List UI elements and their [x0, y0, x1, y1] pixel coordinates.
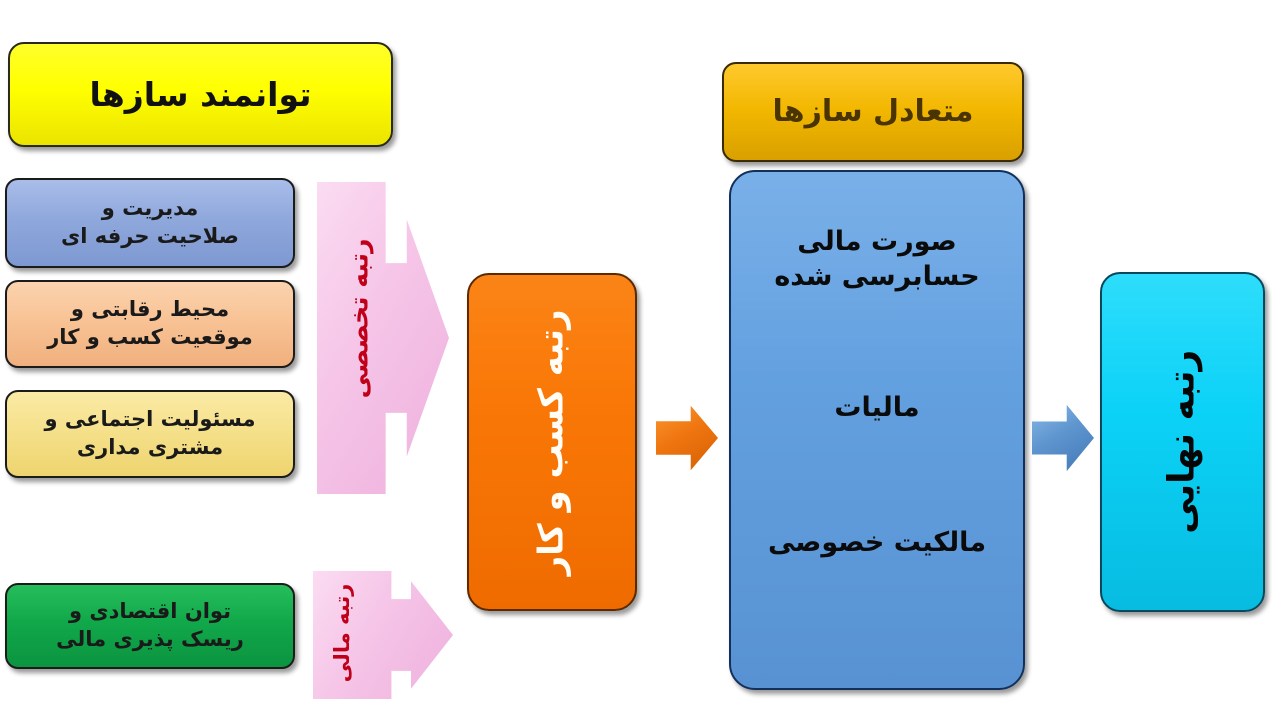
- balancers-header-label: متعادل سازها: [772, 94, 974, 130]
- financial-rank-arrow-icon: رتبه مالی: [313, 571, 453, 699]
- enabler-box-financial-capacity[interactable]: توان اقتصادی و ریسک پذیری مالی: [5, 583, 295, 669]
- final-rank-box[interactable]: رتبه نهایی: [1100, 272, 1265, 612]
- final-rank-label: رتبه نهایی: [1161, 349, 1203, 535]
- balancer-label-taxes: مالیات: [834, 392, 920, 424]
- enabler-label-financial-capacity: توان اقتصادی و ریسک پذیری مالی: [56, 599, 244, 651]
- business-rank-label: رتبه کسب و کار: [531, 309, 572, 575]
- enabler-box-market-environment[interactable]: محیط رقابتی و موقعیت کسب و کار: [5, 280, 295, 368]
- business-rank-box[interactable]: رتبه کسب و کار: [467, 273, 637, 611]
- balancer-items-box[interactable]: صورت مالی حسابرسی شده مالیات مالکیت خصوص…: [729, 170, 1025, 690]
- enabler-label-market-environment: محیط رقابتی و موقعیت کسب و کار: [47, 297, 253, 349]
- enabler-label-management: مدیریت و صلاحیت حرفه ای: [61, 196, 239, 248]
- balancers-header: متعادل سازها: [722, 62, 1024, 162]
- specialized-rank-arrow-label: رتبه تخصصی: [344, 238, 374, 399]
- balancer-to-final-arrow-icon: [1032, 404, 1094, 472]
- enabler-label-social-responsibility: مسئولیت اجتماعی و مشتری مداری: [44, 407, 256, 459]
- enabler-box-social-responsibility[interactable]: مسئولیت اجتماعی و مشتری مداری: [5, 390, 295, 478]
- enablers-header: توانمند سازها: [8, 42, 393, 147]
- balancer-label-private-ownership: مالکیت خصوصی: [767, 527, 987, 559]
- business-to-balancer-arrow-icon: [656, 405, 718, 471]
- enabler-box-management[interactable]: مدیریت و صلاحیت حرفه ای: [5, 178, 295, 268]
- enablers-header-label: توانمند سازها: [89, 74, 312, 114]
- specialized-rank-arrow-icon: رتبه تخصصی: [317, 182, 449, 494]
- balancer-label-audited-statement: صورت مالی حسابرسی شده: [774, 226, 980, 293]
- financial-rank-arrow-label: رتبه مالی: [330, 583, 354, 683]
